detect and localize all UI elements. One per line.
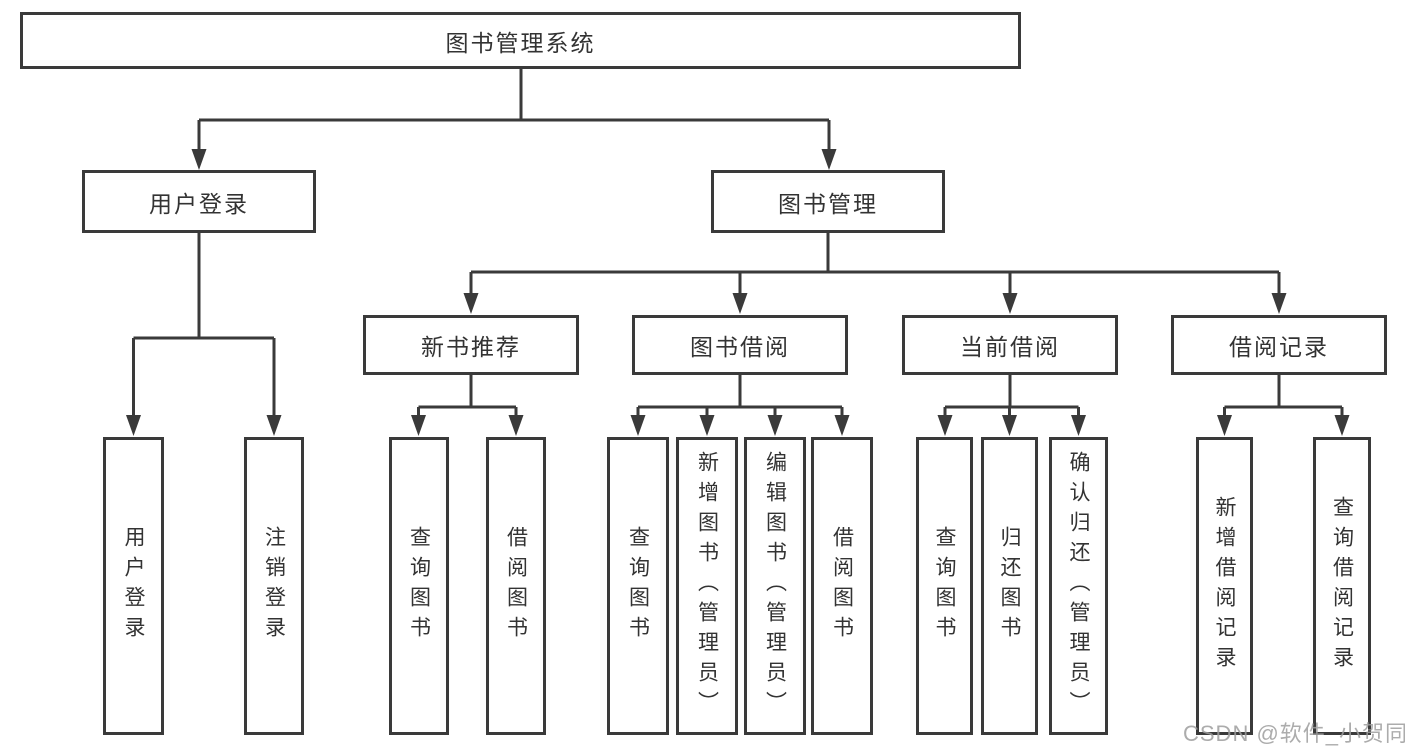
edge-current-borrowing-children bbox=[937, 375, 1086, 436]
edge-new-book-recommend-children bbox=[411, 375, 524, 436]
leaf-current-query-books: 查询图书 bbox=[916, 437, 973, 735]
node-book-management: 图书管理 bbox=[711, 170, 945, 233]
node-current-borrowing: 当前借阅 bbox=[902, 315, 1118, 375]
leaf-records-add-record: 新增借阅记录 bbox=[1196, 437, 1253, 735]
edge-book-borrowing-children bbox=[630, 375, 850, 436]
leaf-borrowing-query-books: 查询图书 bbox=[607, 437, 669, 735]
leaf-current-confirm-return-admin: 确认归还（管理员） bbox=[1049, 437, 1108, 735]
edge-user-login-children bbox=[126, 233, 282, 436]
csdn-watermark: CSDN @软件_小贺同学 bbox=[1183, 721, 1405, 746]
node-root: 图书管理系统 bbox=[20, 12, 1021, 69]
leaf-newbooks-borrow-books: 借阅图书 bbox=[486, 437, 546, 735]
leaf-newbooks-query-books: 查询图书 bbox=[389, 437, 449, 735]
leaf-borrowing-edit-books-admin: 编辑图书（管理员） bbox=[744, 437, 806, 735]
node-borrowing-records: 借阅记录 bbox=[1171, 315, 1387, 375]
edge-book-management-children bbox=[463, 233, 1287, 314]
leaf-logout: 注销登录 bbox=[244, 437, 304, 735]
leaf-borrowing-add-books-admin: 新增图书（管理员） bbox=[676, 437, 738, 735]
edge-root-children bbox=[191, 68, 837, 170]
leaf-current-return-books: 归还图书 bbox=[981, 437, 1038, 735]
leaf-user-login: 用户登录 bbox=[103, 437, 164, 735]
node-user-login: 用户登录 bbox=[82, 170, 316, 233]
node-new-book-recommend: 新书推荐 bbox=[363, 315, 579, 375]
leaf-borrowing-borrow-books: 借阅图书 bbox=[811, 437, 873, 735]
edge-borrowing-records-children bbox=[1217, 375, 1350, 436]
node-book-borrowing: 图书借阅 bbox=[632, 315, 848, 375]
leaf-records-query-record: 查询借阅记录 bbox=[1313, 437, 1371, 735]
